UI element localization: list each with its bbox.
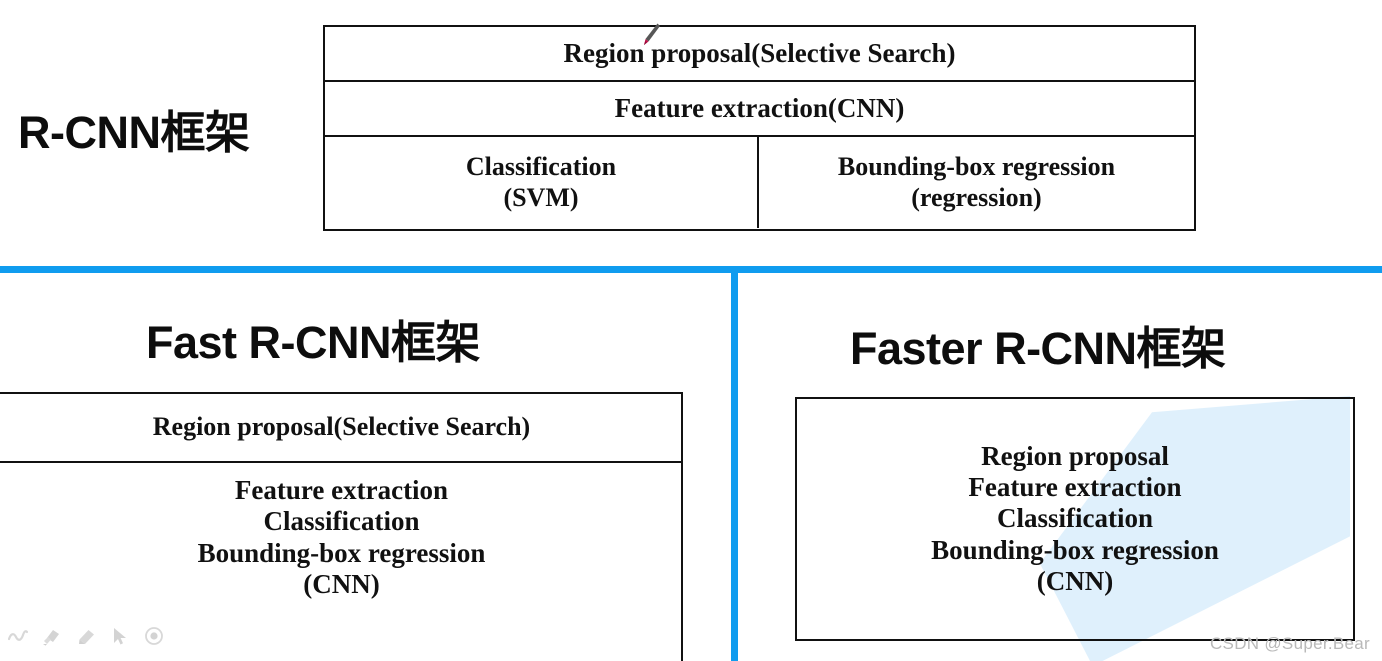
- page-title-faster-rcnn: Faster R-CNN框架: [850, 323, 1226, 374]
- pen-annotation-cursor: [640, 22, 662, 48]
- csdn-watermark: CSDN @Super.Bear: [1209, 634, 1370, 653]
- laser-pointer-icon[interactable]: [144, 626, 164, 646]
- fast-rcnn-row-cnn-stages: Feature extraction Classification Boundi…: [197, 475, 486, 599]
- pointer-arrow-icon[interactable]: [110, 626, 130, 646]
- rcnn-pipeline-table: Region proposal(Selective Search) Featur…: [323, 25, 1196, 231]
- rcnn-row-feature-extraction: Feature extraction(CNN): [325, 82, 1194, 137]
- pen-icon[interactable]: [8, 626, 28, 646]
- presenter-ink-toolbar[interactable]: [8, 626, 164, 646]
- eraser-icon[interactable]: [76, 626, 96, 646]
- section-divider-vertical: [731, 270, 738, 661]
- rcnn-row-region-proposal: Region proposal(Selective Search): [325, 27, 1194, 82]
- rcnn-cell-classification: Classification (SVM): [325, 137, 759, 228]
- rcnn-cell-bounding-box-regression: Bounding-box regression (regression): [837, 152, 1116, 212]
- fast-rcnn-row-region-proposal: Region proposal(Selective Search): [0, 394, 681, 463]
- faster-rcnn-stages: Region proposal Feature extraction Class…: [931, 440, 1219, 596]
- fast-rcnn-pipeline-table: Region proposal(Selective Search) Featur…: [0, 392, 683, 661]
- highlighter-icon[interactable]: [42, 626, 62, 646]
- section-divider-horizontal: [0, 266, 1382, 273]
- rcnn-row-split: Classification (SVM) Bounding-box regres…: [325, 137, 1194, 228]
- page-title-fast-rcnn: Fast R-CNN框架: [146, 317, 481, 368]
- faster-rcnn-pipeline-box: Region proposal Feature extraction Class…: [795, 397, 1355, 641]
- page-title-rcnn: R-CNN框架: [18, 107, 250, 158]
